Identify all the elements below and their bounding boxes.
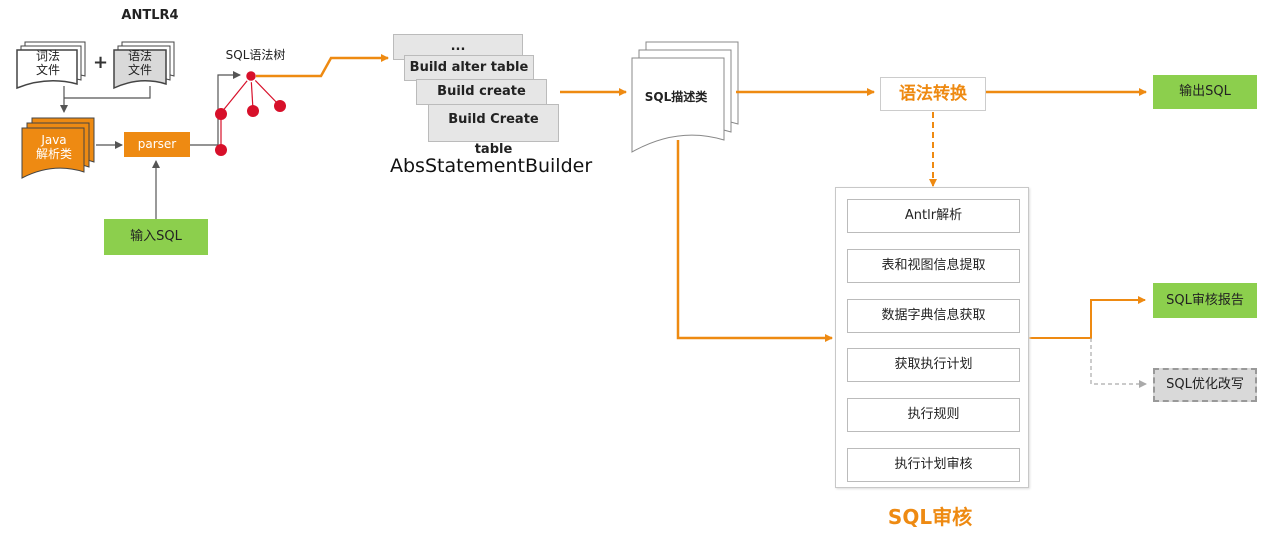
grammar-file-doc bbox=[113, 41, 175, 90]
grammar-convert-box: 语法转换 bbox=[880, 77, 986, 111]
audit-step-antlr: Antlr解析 bbox=[847, 199, 1020, 233]
lexer-file-line1: 词法 bbox=[35, 49, 60, 63]
input-sql-box: 输入SQL bbox=[104, 219, 208, 255]
output-sql-box: 输出SQL bbox=[1153, 75, 1257, 109]
audit-step-dictionary: 数据字典信息获取 bbox=[847, 299, 1020, 333]
builder-card-create: Build Create table bbox=[428, 104, 559, 157]
builder-card-index: Build create index bbox=[416, 79, 547, 123]
syntax-tree-label: SQL语法树 bbox=[225, 48, 286, 62]
audit-step-plan: 获取执行计划 bbox=[847, 348, 1020, 382]
plus-icon: + bbox=[93, 52, 109, 73]
audit-step-rules: 执行规则 bbox=[847, 398, 1020, 432]
lexer-file-line2: 文件 bbox=[35, 63, 60, 77]
audit-step-plan-review: 执行计划审核 bbox=[847, 448, 1020, 482]
lexer-file-doc bbox=[16, 41, 86, 90]
optimize-box: SQL优化改写 bbox=[1153, 368, 1257, 402]
audit-title: SQL审核 bbox=[887, 505, 973, 529]
audit-report-box: SQL审核报告 bbox=[1153, 283, 1257, 318]
sql-desc-doc bbox=[631, 41, 739, 153]
grammar-file-line1: 语法 bbox=[127, 49, 152, 63]
antlr-title: ANTLR4 bbox=[121, 8, 179, 23]
java-parser-doc bbox=[21, 117, 95, 179]
grammar-file-line2: 文件 bbox=[127, 63, 152, 77]
builder-title: AbsStatementBuilder bbox=[390, 155, 593, 177]
grammar-file-label: 语法 文件 bbox=[114, 49, 166, 77]
java-parser-line2: 解析类 bbox=[35, 147, 72, 161]
sql-desc-label: SQL描述类 bbox=[644, 90, 708, 104]
java-parser-label: Java 解析类 bbox=[25, 133, 83, 161]
builder-card-alter: Build alter table bbox=[404, 55, 534, 81]
lexer-file-label: 词法 文件 bbox=[22, 49, 74, 77]
audit-panel bbox=[835, 187, 1029, 488]
audit-step-table-view: 表和视图信息提取 bbox=[847, 249, 1020, 283]
syntax-tree bbox=[215, 69, 286, 156]
java-parser-line1: Java bbox=[41, 133, 67, 147]
parser-box: parser bbox=[124, 132, 190, 157]
